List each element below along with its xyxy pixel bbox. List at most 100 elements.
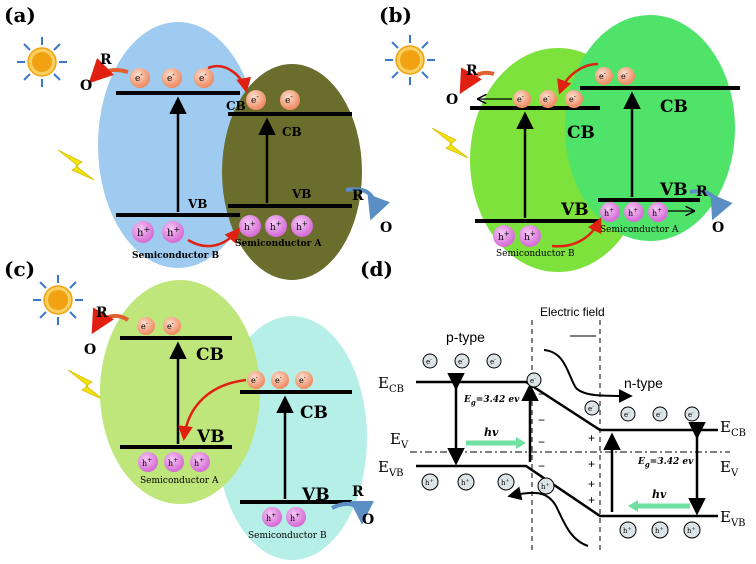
- panel-d-label: (d): [360, 257, 393, 281]
- panel-a-label: (a): [4, 3, 36, 27]
- svg-text:e-: e-: [167, 71, 175, 84]
- svg-text:e-: e-: [285, 93, 293, 106]
- hole-drift-arrow: [507, 486, 589, 547]
- svg-text:h+: h+: [194, 457, 204, 468]
- svg-text:e-: e-: [688, 410, 694, 419]
- reactant-r-label: R: [96, 305, 108, 321]
- svg-text:h+: h+: [167, 225, 180, 239]
- holes-p-side: [421, 473, 555, 495]
- svg-text:e-: e-: [251, 374, 258, 385]
- svg-text:h+: h+: [270, 220, 282, 233]
- panel-b: (b) CB CB VB VB e- e- e- e- e- h+ h+: [379, 3, 740, 272]
- sun-icon: [384, 34, 436, 86]
- ecb-label-right: ECB: [720, 418, 746, 439]
- holes-right: h+ h+: [262, 507, 306, 527]
- light-bolt-icon: [431, 127, 469, 159]
- svg-text:e-: e-: [624, 410, 630, 419]
- semiconductor-a-name: Semiconductor A: [600, 225, 679, 235]
- svg-text:h+: h+: [244, 220, 256, 233]
- svg-text:h+: h+: [604, 207, 614, 218]
- svg-text:e-: e-: [599, 70, 606, 81]
- svg-text:h+: h+: [137, 225, 150, 239]
- svg-text:e-: e-: [621, 70, 628, 81]
- svg-text:h+: h+: [652, 207, 662, 218]
- svg-text:+: +: [588, 431, 595, 445]
- svg-text:h+: h+: [290, 512, 300, 523]
- reactant-r-label-2: R: [696, 184, 708, 200]
- vb-label-left: VB: [560, 200, 589, 220]
- svg-text:h+: h+: [142, 457, 152, 468]
- valence-band-edge: [416, 464, 718, 518]
- electrons-right: e- e-: [246, 90, 300, 110]
- holes-right: h+ h+ h+: [600, 202, 668, 222]
- semiconductor-b-name: Semiconductor B: [132, 251, 220, 261]
- svg-text:e-: e-: [530, 376, 536, 385]
- reduction-arrow: [88, 57, 129, 84]
- electrons-left: e- e- e-: [513, 90, 583, 108]
- svg-text:e-: e-: [299, 374, 306, 385]
- reduction-arrow: [91, 307, 130, 335]
- oxidation-arrow: [689, 189, 733, 221]
- reduction-arrow: [459, 67, 495, 95]
- svg-text:h+: h+: [296, 220, 308, 233]
- ecb-label-left: ECB: [378, 374, 404, 395]
- ev-label-left: EV: [390, 430, 409, 451]
- product-o-label: O: [84, 342, 96, 358]
- svg-text:e-: e-: [167, 320, 174, 331]
- n-type-label: n-type: [624, 375, 663, 391]
- svg-text:h+: h+: [524, 230, 536, 243]
- panel-d: (d) Electric field p-type n-type ECB EV …: [360, 257, 746, 552]
- bandgap-label-left: Eg=3.42 ev: [463, 395, 520, 407]
- hole-transfer-arrow: [187, 227, 240, 248]
- svg-text:h+: h+: [687, 526, 696, 535]
- holes-right: h+ h+ h+: [239, 215, 313, 237]
- evb-label-left: EVB: [378, 458, 404, 479]
- svg-text:+: +: [588, 477, 595, 491]
- vb-label-right: VB: [301, 485, 330, 505]
- space-charge-minus: − − − −: [538, 387, 545, 473]
- electron-drift-arrow: [543, 349, 633, 403]
- vb-label-right: VB: [291, 187, 311, 201]
- ev-label-right: EV: [720, 458, 739, 479]
- vb-label-right: VB: [659, 180, 688, 200]
- svg-text:e-: e-: [426, 357, 432, 366]
- svg-text:e-: e-: [458, 357, 464, 366]
- bandgap-label-right: Eg=3.42 ev: [637, 457, 694, 469]
- svg-text:h+: h+: [655, 526, 664, 535]
- semiconductor-a-name: Semiconductor A: [235, 239, 323, 249]
- electron-transfer-arrow: [207, 64, 251, 93]
- reactant-r-label: R: [466, 63, 478, 79]
- svg-text:e-: e-: [656, 410, 662, 419]
- semiconductor-b-name: Semiconductor B: [248, 531, 327, 541]
- svg-text:h+: h+: [266, 512, 276, 523]
- light-bolt-icon: [57, 149, 95, 181]
- conduction-band-edge: [416, 380, 718, 432]
- svg-text:e-: e-: [543, 93, 550, 104]
- panel-b-label: (b): [379, 3, 412, 27]
- panel-c-label: (c): [4, 257, 35, 281]
- cb-label-right: CB: [300, 403, 328, 423]
- vb-label-left: VB: [196, 427, 225, 447]
- svg-text:h+: h+: [461, 478, 470, 487]
- cb-label-right: CB: [282, 125, 302, 139]
- holes-n-side: [619, 521, 701, 539]
- svg-text:e-: e-: [199, 71, 207, 84]
- panel-a: (a) CB CB VB VB e- e- e- e- e- h+ h+: [4, 3, 392, 280]
- hole-labels-p-side: h+ h+ h+ h+: [425, 478, 550, 491]
- svg-text:h+: h+: [498, 230, 510, 243]
- svg-text:−: −: [538, 387, 545, 401]
- svg-text:e-: e-: [517, 93, 524, 104]
- svg-text:e-: e-: [490, 357, 496, 366]
- holes-left: h+ h+ h+: [138, 452, 210, 472]
- cb-label-left: CB: [567, 123, 595, 143]
- svg-text:e-: e-: [141, 320, 148, 331]
- semiconductor-a-ellipse: [100, 280, 260, 504]
- electron-labels-n-side: e- e- e- e-: [588, 404, 694, 419]
- svg-text:h+: h+: [168, 457, 178, 468]
- svg-text:+: +: [588, 493, 595, 507]
- cb-label-right: CB: [660, 97, 688, 117]
- space-charge-plus: + + + +: [588, 431, 595, 507]
- evb-label-right: EVB: [720, 508, 746, 529]
- svg-text:e-: e-: [569, 93, 576, 104]
- holes-left: h+ h+: [132, 221, 184, 243]
